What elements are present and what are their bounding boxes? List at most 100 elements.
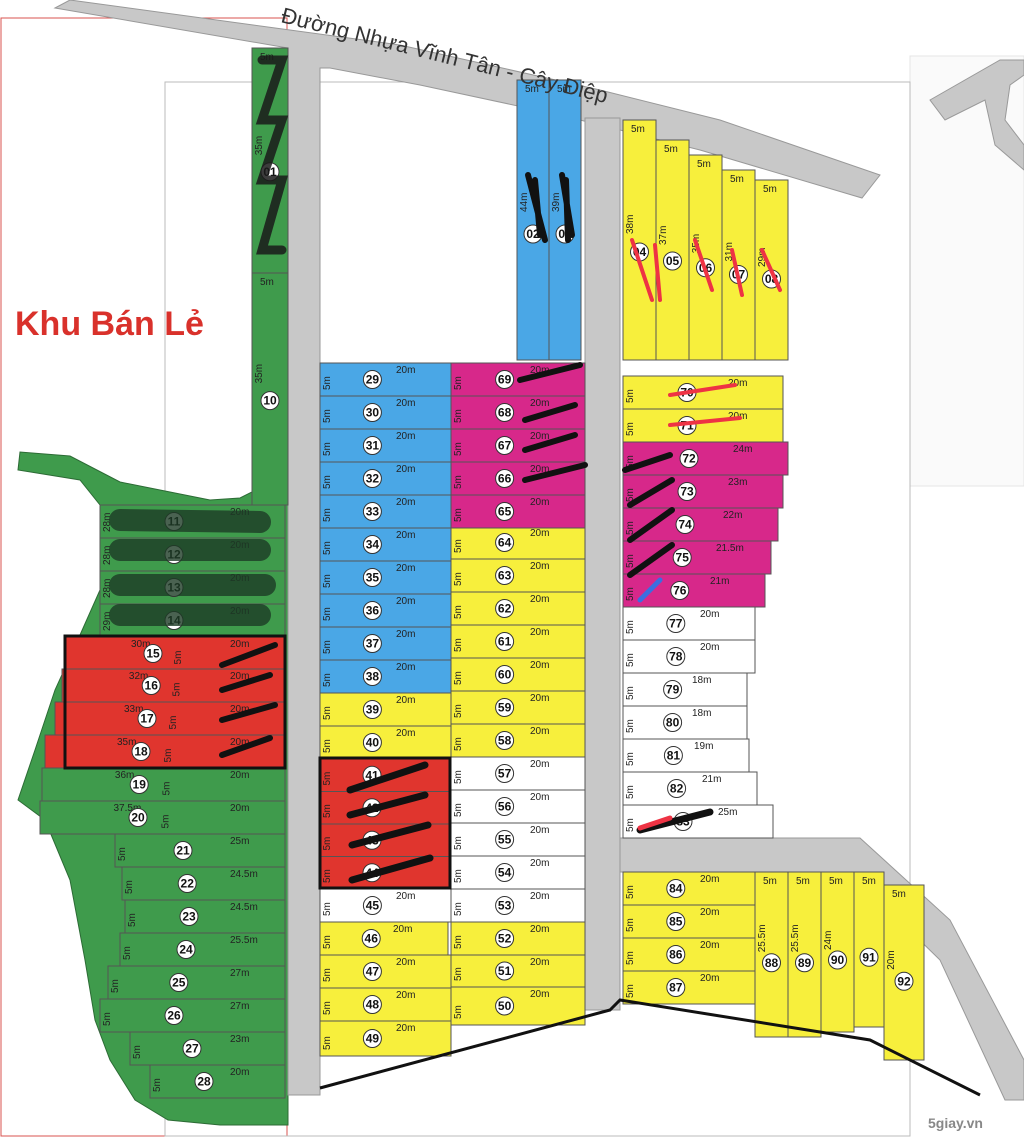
- lot-shape: [450, 657, 586, 692]
- lot-dimension: 24.5m: [230, 869, 258, 880]
- lot-number: 63: [498, 569, 512, 583]
- lot-number-badge: [173, 841, 193, 860]
- lot-number: 35: [366, 571, 380, 585]
- lot-dimension: 5m: [322, 739, 333, 753]
- lot-shape: [319, 527, 452, 562]
- lot-shape: [516, 79, 550, 361]
- lot-number: 80: [666, 716, 680, 730]
- lot-number: 20: [131, 811, 145, 825]
- lot-dimension: 5m: [631, 124, 645, 135]
- lot-number-badge: [495, 566, 515, 585]
- lot-dimension: 5m: [625, 719, 636, 733]
- lot-dimension: 5m: [664, 144, 678, 155]
- lot-dimension: 20m: [396, 662, 415, 673]
- lot-number: 16: [145, 679, 159, 693]
- lot-dimension: 5m: [322, 1036, 333, 1050]
- lot-dimension: 20m: [396, 1023, 415, 1034]
- lot-dimension: 20m: [396, 497, 415, 508]
- lot-dimension: 20m: [530, 759, 549, 770]
- lot-number-badge: [362, 568, 382, 587]
